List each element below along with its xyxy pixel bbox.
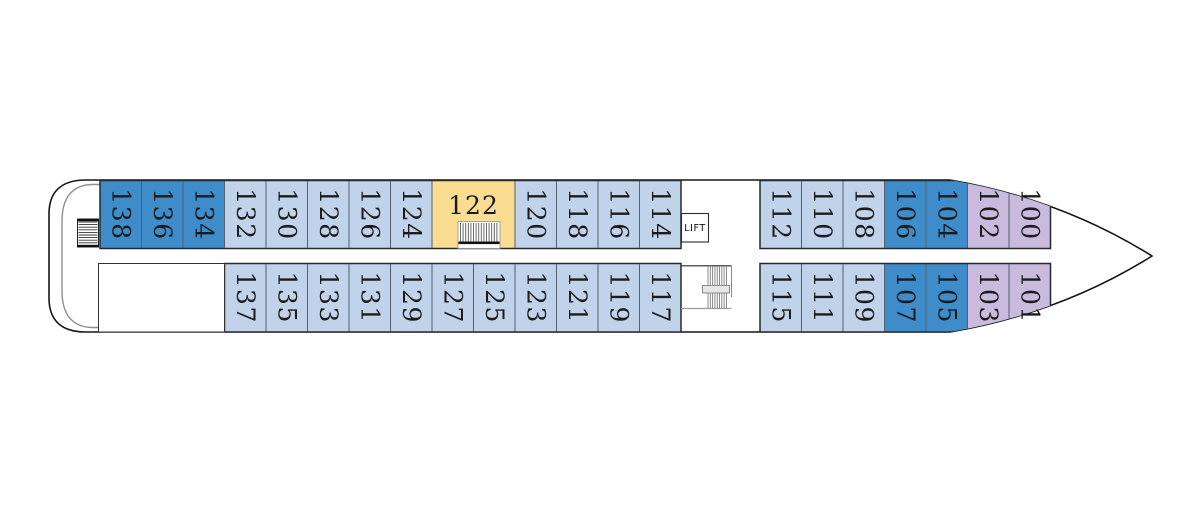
cabin-134-label: 134	[189, 188, 218, 240]
cabin-124-label: 124	[397, 188, 426, 240]
cabin-label-layer: 138 136 134 132 130 128 126 124 122 120 118 116 114 1…	[106, 188, 1044, 323]
cabin-135-label: 135	[272, 272, 301, 324]
cabin-137-label: 137	[231, 272, 260, 324]
cabin-130-label: 130	[272, 188, 301, 240]
cabin-129[interactable]	[390, 263, 433, 333]
top-row-forward-block-outline	[759, 180, 1052, 250]
cabin-104-label: 104	[932, 188, 961, 240]
stern-inner-line	[61, 183, 112, 329]
cabin-121[interactable]	[556, 263, 599, 333]
cabin-116[interactable]	[597, 180, 640, 249]
cabin-108-label: 108	[849, 188, 878, 240]
cabin-121-label: 121	[563, 272, 592, 324]
cabin-118-label: 118	[563, 188, 592, 240]
cabin-111-label: 111	[808, 272, 837, 324]
cabin-115-label: 115	[766, 272, 795, 324]
cabin-101-label: 101	[1015, 272, 1044, 324]
cabin-116-label: 116	[604, 188, 633, 240]
cabin-138[interactable]	[99, 180, 142, 249]
cabin-123-label: 123	[521, 272, 550, 324]
cabin-126-label: 126	[355, 188, 384, 240]
cabin-127-label: 127	[438, 272, 467, 324]
cabin-129-label: 129	[397, 272, 426, 324]
bottom-row-forward-block-outline	[759, 262, 1052, 332]
cabin-112-label: 112	[766, 188, 795, 240]
midship-stairs-icon	[681, 265, 732, 310]
cabin-117-label: 117	[646, 272, 675, 324]
cabin-131-label: 131	[355, 272, 384, 324]
cabin-107-label: 107	[891, 272, 920, 324]
cabin-138-label: 138	[106, 188, 135, 240]
cabin-106-label: 106	[891, 188, 920, 240]
cabin-127[interactable]	[431, 263, 474, 333]
cabin-132-label: 132	[231, 188, 260, 240]
cabin-111[interactable]	[801, 263, 844, 333]
cabin-104[interactable]	[925, 180, 968, 249]
cabin-136[interactable]	[141, 180, 184, 249]
cabin-109-label: 109	[849, 272, 878, 324]
cabin-114[interactable]	[639, 180, 682, 249]
lift-outline	[680, 212, 710, 243]
cabin-125-label: 125	[480, 272, 509, 324]
cabin-122-label: 122	[448, 191, 499, 220]
cabin-114-label: 114	[646, 188, 675, 240]
cabin-layer	[99, 180, 1052, 333]
cabin-128-label: 128	[314, 188, 343, 240]
cabin-120-label: 120	[521, 188, 550, 240]
cabin-122-stairs-icon	[457, 221, 501, 249]
cabin-123[interactable]	[514, 263, 557, 333]
cabin-117[interactable]	[639, 263, 682, 333]
cabin-102[interactable]	[967, 180, 1010, 249]
cabin-133-label: 133	[314, 272, 343, 324]
cabin-100-label: 100	[1015, 188, 1044, 240]
cabin-103-label: 103	[974, 272, 1003, 324]
cabin-136-label: 136	[148, 188, 177, 240]
stern-stairs-icon	[77, 218, 99, 248]
lift-box: LIFT	[680, 212, 710, 243]
open-deck-area	[98, 263, 225, 333]
cabin-102-label: 102	[974, 188, 1003, 240]
lift-label: LIFT	[684, 223, 706, 234]
cabin-119-label: 119	[604, 272, 633, 324]
cabin-110-label: 110	[808, 188, 837, 240]
cabin-105-label: 105	[932, 272, 961, 324]
cabin-125[interactable]	[473, 263, 516, 333]
